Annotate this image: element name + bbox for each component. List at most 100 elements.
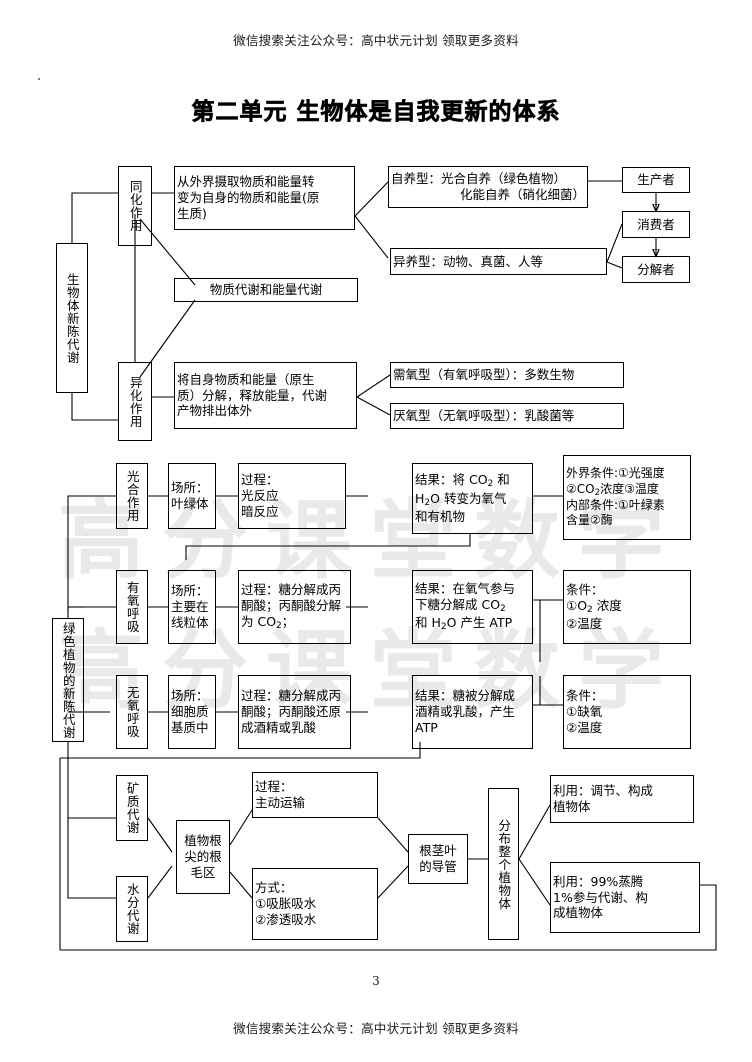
box-result-photosynthesis[interactable]: 结果：将 CO2 和 H2O 转变为氧气 和有机物 [412, 463, 533, 534]
result-anaerobic-l3: ATP [415, 719, 438, 735]
use-mineral-l1: 利用：调节、构成 [553, 783, 654, 799]
box-root-metabolism[interactable]: 生物体新陈代谢 [56, 243, 88, 393]
running-head: 微信搜索关注公众号：高中状元计划 领取更多资料 [233, 33, 519, 48]
box-uptake-mode[interactable]: 方式： ①吸胀吸水 ②渗透吸水 [252, 868, 378, 940]
aerobic-type-line1: 需氧型（有氧呼吸型）：多数生物 [393, 367, 575, 383]
box-distribution-whole-plant[interactable]: 分布整个植物体 [488, 788, 519, 940]
result-photosynthesis-l2: H2O 转变为氧气 [415, 490, 507, 508]
box-catabolism[interactable]: 异化作用 [118, 362, 152, 441]
box-water-metabolism[interactable]: 水分代谢 [116, 876, 148, 942]
site-photosynthesis-l1: 场所： [171, 480, 209, 496]
producer-label: 生产者 [637, 172, 675, 188]
mineral-metabolism-label: 矿质代谢 [124, 782, 140, 834]
site-anaerobic-l3: 基质中 [171, 719, 209, 735]
box-topic-anaerobic-respiration[interactable]: 无氧呼吸 [116, 675, 148, 749]
box-conditions-photosynthesis[interactable]: 外界条件:①光强度 ②CO2浓度③温度 内部条件:①叶绿素 含量②酶 [563, 455, 691, 540]
anabolism-desc-line3: 生质) [177, 205, 207, 221]
box-mineral-metabolism[interactable]: 矿质代谢 [116, 775, 148, 841]
box-process-photosynthesis[interactable]: 过程： 光反应 暗反应 [238, 463, 346, 529]
result-aerobic-l2: 下糖分解成 CO2 [415, 596, 506, 614]
topic-aerobic-label: 有氧呼吸 [124, 581, 140, 633]
box-anabolism-desc[interactable]: 从外界摄取物质和能量转 变为自身的物质和能量(原 生质) [174, 166, 355, 230]
box-decomposer[interactable]: 分解者 [622, 256, 690, 283]
box-conditions-anaerobic[interactable]: 条件： ①缺氧 ②温度 [563, 675, 691, 749]
cond-photo-l1: 外界条件:①光强度 [566, 466, 665, 481]
box-result-aerobic[interactable]: 结果：在氧气参与 下糖分解成 CO2 和 H2O 产生 ATP [412, 570, 533, 644]
process-anaerobic-l3: 成酒精或乳酸 [241, 719, 317, 735]
uptake-process-l2: 主动运输 [255, 795, 306, 810]
uptake-process-l1: 过程： [255, 779, 293, 795]
box-producer[interactable]: 生产者 [622, 167, 690, 193]
cond-anaerobic-l3: ②温度 [566, 719, 603, 735]
box-root-metabolism-label: 生物体新陈代谢 [64, 272, 80, 364]
use-mineral-l2: 植物体 [553, 799, 591, 814]
matter-energy-label: 物质代谢和能量代谢 [209, 282, 323, 298]
cond-photo-l4: 含量②酶 [566, 513, 613, 528]
box-vascular-vessel[interactable]: 根茎叶 的导管 [408, 834, 468, 884]
box-topic-photosynthesis[interactable]: 光合作用 [116, 463, 148, 529]
consumer-label: 消费者 [637, 216, 675, 232]
box-aerobic-type[interactable]: 需氧型（有氧呼吸型）：多数生物 [390, 362, 624, 388]
page-number: 3 [372, 974, 380, 988]
uptake-mode-l2: ①吸胀吸水 [255, 896, 317, 912]
cond-photo-l2: ②CO2浓度③温度 [566, 481, 659, 498]
root-hair-l3: 毛区 [190, 864, 216, 880]
site-photosynthesis-l2: 叶绿体 [171, 496, 209, 511]
process-aerobic-l1: 过程：糖分解成丙 [241, 582, 342, 598]
catabolism-desc-line2: 质）分解，释放能量，代谢 [177, 387, 328, 403]
anabolism-desc-line1: 从外界摄取物质和能量转 [177, 174, 315, 190]
box-use-water[interactable]: 利用：99%蒸腾 1%参与代谢、构 成植物体 [550, 862, 700, 933]
page-title: 第二单元 生物体是自我更新的体系 [191, 98, 561, 126]
box-use-mineral[interactable]: 利用：调节、构成 植物体 [550, 775, 694, 823]
box-uptake-process[interactable]: 过程： 主动运输 [252, 772, 378, 818]
use-water-l1: 利用：99%蒸腾 [553, 873, 644, 889]
cond-aerobic-l3: ②温度 [566, 616, 603, 632]
result-aerobic-l3: 和 H2O 产生 ATP [415, 614, 513, 632]
cond-anaerobic-l1: 条件： [566, 688, 604, 704]
process-photosynthesis-l3: 暗反应 [241, 503, 279, 519]
process-photosynthesis-l2: 光反应 [241, 488, 279, 504]
root-hair-l1: 植物根 [184, 833, 222, 849]
site-aerobic-l2: 主要在 [171, 599, 209, 615]
catabolism-desc-line3: 产物排出体外 [177, 403, 253, 419]
autotroph-line2: 化能自养（硝化细菌） [459, 187, 585, 202]
result-anaerobic-l2: 酒精或乳酸，产生 [415, 704, 516, 720]
box-conditions-aerobic[interactable]: 条件： ①O2 浓度 ②温度 [563, 570, 691, 644]
topic-photosynthesis-label: 光合作用 [124, 470, 140, 522]
anabolism-desc-line2: 变为自身的物质和能量(原 [177, 190, 320, 206]
process-anaerobic-l2: 酮酸；丙酮酸还原 [241, 704, 342, 720]
distribution-label: 分布整个植物体 [496, 818, 512, 910]
root-hair-l2: 尖的根 [184, 849, 222, 865]
box-root-hair-zone[interactable]: 植物根 尖的根 毛区 [176, 820, 230, 894]
box-catabolism-desc[interactable]: 将自身物质和能量（原生 质）分解，释放能量，代谢 产物排出体外 [174, 362, 357, 429]
box-process-aerobic[interactable]: 过程：糖分解成丙 酮酸；丙酮酸分解 为 CO2； [238, 570, 351, 644]
cond-photo-l3: 内部条件:①叶绿素 [566, 498, 665, 513]
site-anaerobic-l2: 细胞质 [171, 704, 209, 720]
heterotroph-line1: 异养型：动物、真菌、人等 [393, 253, 544, 269]
box-heterotroph[interactable]: 异养型：动物、真菌、人等 [390, 248, 607, 275]
box-anaerobic-type[interactable]: 厌氧型（无氧呼吸型）：乳酸菌等 [390, 403, 624, 429]
running-foot: 微信搜索关注公众号：高中状元计划 领取更多资料 [233, 1021, 519, 1036]
box-root-green-plant[interactable]: 绿色植物的新陈代谢 [52, 618, 84, 742]
box-root-green-plant-label: 绿色植物的新陈代谢 [60, 621, 76, 739]
result-aerobic-l1: 结果：在氧气参与 [415, 580, 516, 596]
box-result-anaerobic[interactable]: 结果：糖被分解成 酒精或乳酸，产生 ATP [412, 675, 533, 749]
box-site-anaerobic[interactable]: 场所： 细胞质 基质中 [168, 675, 216, 749]
box-matter-energy-metabolism[interactable]: 物质代谢和能量代谢 [174, 278, 358, 302]
vessel-l2: 的导管 [419, 859, 457, 874]
anaerobic-type-line1: 厌氧型（无氧呼吸型）：乳酸菌等 [393, 408, 575, 424]
box-topic-aerobic-respiration[interactable]: 有氧呼吸 [116, 570, 148, 644]
box-anabolism-label: 同化作用 [127, 180, 143, 232]
site-aerobic-l1: 场所： [171, 583, 209, 599]
stray-mark [38, 78, 40, 80]
box-site-photosynthesis[interactable]: 场所： 叶绿体 [168, 463, 216, 529]
box-autotroph[interactable]: 自养型：光合自养（绿色植物） 化能自养（硝化细菌） [388, 166, 588, 208]
box-consumer[interactable]: 消费者 [622, 211, 690, 238]
box-process-anaerobic[interactable]: 过程：糖分解成丙 酮酸；丙酮酸还原 成酒精或乳酸 [238, 675, 351, 749]
cond-anaerobic-l2: ①缺氧 [566, 704, 603, 720]
box-site-aerobic[interactable]: 场所： 主要在 线粒体 [168, 570, 216, 644]
use-water-l3: 成植物体 [553, 905, 604, 921]
box-anabolism[interactable]: 同化作用 [118, 166, 152, 246]
